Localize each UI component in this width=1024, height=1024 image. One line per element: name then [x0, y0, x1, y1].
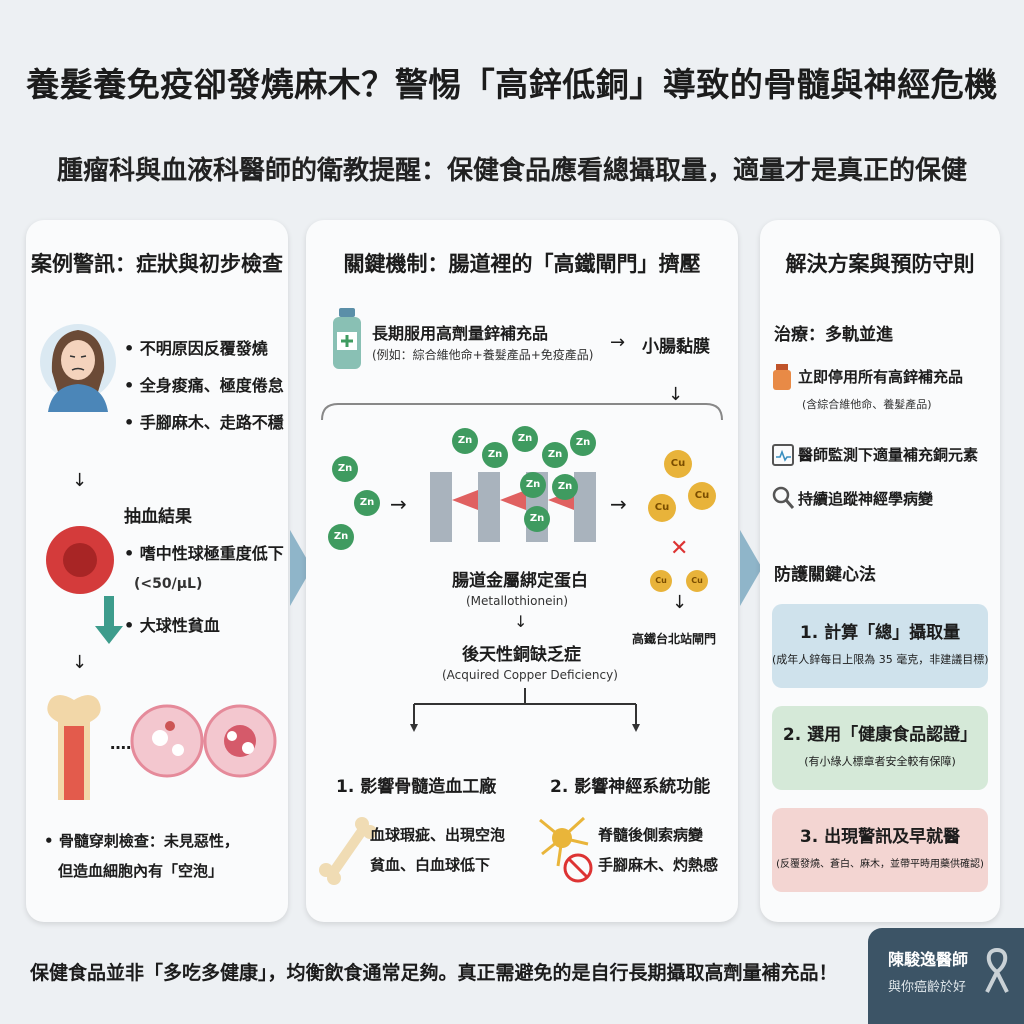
effect1-title: 1. 影響骨髓造血工廠 [336, 777, 497, 797]
blood-item-anemia: • 大球性貧血 [124, 616, 220, 635]
down-arrow-icon: ↓ [672, 592, 688, 613]
neuron-blocked-icon [539, 816, 593, 883]
zinc-ion: Zn [328, 524, 354, 550]
supplement-example: (例如：綜合維他命+養髮產品+免疫產品) [372, 348, 594, 362]
treatment-followup: 持續追蹤神經學病變 [798, 490, 934, 508]
red-blood-cell-icon [46, 526, 123, 644]
doctor-badge: 陳駿逸醫師 與你癌齡於好 [868, 928, 1024, 1024]
pill-bottle-icon [773, 364, 791, 390]
case-panel-title: 案例警訊：症狀與初步檢查 [31, 252, 283, 276]
marrow-note-line2: 但造血細胞內有「空泡」 [58, 862, 224, 880]
tip-title: 3. 出現警訊及早就醫 [799, 827, 961, 847]
prevention-title: 防護關鍵心法 [774, 565, 876, 585]
mechanism-panel-title: 關鍵機制：腸道裡的「高鐵閘門」擠壓 [343, 252, 701, 276]
treatment-stop: 立即停用所有高鋅補充品 [798, 368, 964, 386]
vacuolated-cells-icon [130, 704, 277, 778]
blocked-x-icon: ✕ [670, 536, 689, 561]
treatment-stop-note: (含綜合維他命、養髮產品) [802, 398, 932, 411]
down-arrow-icon: ↓ [72, 652, 88, 673]
bracket-divider [321, 403, 723, 421]
copper-ion: Cu [688, 482, 716, 510]
tip-note: (成年人鋅每日上限為 35 毫克，非建議目標) [772, 653, 989, 666]
tip-card-total-intake: 1. 計算「總」攝取量 (成年人鋅每日上限為 35 毫克，非建議目標) [772, 604, 989, 688]
zinc-ion: Zn [524, 506, 550, 532]
metallothionein-gate-icon [430, 472, 596, 542]
effect2-title: 2. 影響神經系統功能 [550, 777, 711, 797]
zinc-ion: Zn [542, 442, 568, 468]
protein-label: 腸道金屬綁定蛋白 [452, 571, 588, 591]
effect1-line2: 貧血、白血球低下 [370, 856, 491, 874]
symptom-fatigue: • 全身痠痛、極度倦怠 [124, 376, 284, 395]
down-arrow-icon: ↓ [668, 384, 684, 405]
copper-ion: Cu [650, 570, 672, 592]
supplement-text: 長期服用高劑量鋅補充品 [372, 324, 549, 343]
tip-note: (反覆發燒、蒼白、麻木，並帶平時用藥供確認) [776, 859, 984, 870]
blood-item-count: (<50/μL) [134, 576, 203, 592]
sick-woman-icon [40, 324, 116, 412]
zinc-ion: Zn [354, 490, 380, 516]
down-arrow-icon: ↓ [514, 612, 528, 631]
gate-label: 高鐵台北站閘門 [632, 632, 717, 646]
effect1-line1: 血球瑕疵、出現空泡 [370, 826, 506, 844]
split-arrow [410, 688, 640, 732]
supplement-bottle-icon [333, 308, 361, 369]
zinc-ion: Zn [552, 474, 578, 500]
tip-title: 1. 計算「總」攝取量 [799, 623, 961, 643]
symptom-fever: • 不明原因反覆發燒 [124, 339, 268, 358]
protein-label-en: (Metallothionein) [466, 594, 569, 608]
tip-card-health-food: 2. 選用「健康食品認證」 (有小綠人標章者安全較有保障) [772, 706, 988, 790]
zinc-ion: Zn [520, 472, 546, 498]
deficiency-label: 後天性銅缺乏症 [462, 645, 581, 665]
magnifier-icon [772, 486, 794, 509]
solution-panel-title: 解決方案與預防守則 [785, 252, 975, 276]
blood-result-title: 抽血結果 [124, 507, 192, 527]
zinc-ion: Zn [332, 456, 358, 482]
deficiency-label-en: (Acquired Copper Deficiency) [442, 668, 618, 682]
doctor-name: 陳駿逸醫師 [888, 950, 969, 969]
page-subtitle: 腫瘤科與血液科醫師的衛教提醒：保健食品應看總攝取量，適量才是真正的保健 [56, 156, 967, 186]
copper-ion: Cu [648, 494, 676, 522]
symptom-numbness: • 手腳麻木、走路不穩 [124, 413, 284, 432]
tip-title: 2. 選用「健康食品認證」 [782, 725, 978, 745]
zinc-ion: Zn [512, 426, 538, 452]
right-arrow-icon: → [610, 492, 627, 516]
solution-panel: 解決方案與預防守則 治療：多軌並進 立即停用所有高鋅補充品 (含綜合維他命、養髮… [760, 220, 1000, 922]
blood-item-neutrophil: • 嗜中性球極重度低下 [124, 544, 284, 563]
treatment-copper: 醫師監測下適量補充銅元素 [798, 446, 979, 464]
page-title: 養髮養免疫卻發燒麻木？警惕「高鋅低銅」導致的骨髓與神經危機 [26, 65, 998, 104]
ribbon-icon [985, 947, 1009, 993]
zinc-ion: Zn [482, 442, 508, 468]
bone-icon [319, 817, 377, 885]
right-arrow-icon: → [610, 332, 626, 353]
effect2-line2: 手腳麻木、灼熱感 [598, 856, 719, 874]
copper-ion: Cu [686, 570, 708, 592]
panel-arrow-icon [740, 530, 762, 606]
zinc-ion: Zn [570, 430, 596, 456]
tip-card-seek-care: 3. 出現警訊及早就醫 (反覆發燒、蒼白、麻木，並帶平時用藥供確認) [772, 808, 988, 892]
intestine-label: 小腸黏膜 [642, 337, 710, 357]
doctor-slogan: 與你癌齡於好 [888, 980, 967, 995]
case-panel: 案例警訊：症狀與初步檢查 • 不明原因反覆發燒 • 全身痠痛、極度倦怠 • 手腳… [26, 220, 288, 922]
copper-ion: Cu [664, 450, 692, 478]
treatment-title: 治療：多軌並進 [774, 325, 893, 345]
right-arrow-icon: → [390, 492, 407, 516]
effect2-line1: 脊髓後側索病變 [598, 826, 704, 844]
bone-marrow-icon [47, 695, 101, 800]
mechanism-panel: 關鍵機制：腸道裡的「高鐵閘門」擠壓 長期服用高劑量鋅補充品 (例如：綜合維他命+… [306, 220, 738, 922]
monitor-calendar-icon [772, 444, 794, 466]
zinc-ion: Zn [452, 428, 478, 454]
footer-message: 保健食品並非「多吃多健康」，均衡飲食通常足夠。真正需避免的是自行長期攝取高劑量補… [30, 962, 838, 984]
tip-note: (有小綠人標章者安全較有保障) [804, 755, 956, 768]
marrow-note-line1: • 骨髓穿刺檢查：未見惡性， [44, 832, 239, 850]
down-arrow-icon: ↓ [72, 470, 88, 491]
